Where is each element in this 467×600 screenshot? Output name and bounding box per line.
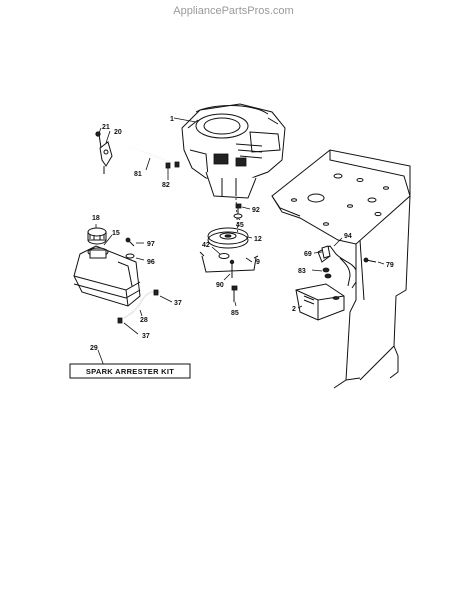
leader-37b — [123, 322, 139, 335]
hose-clamp-37a[interactable] — [153, 289, 159, 296]
leader-1 — [173, 117, 197, 123]
callout-37b: 37 — [142, 333, 150, 340]
callout-18: 18 — [92, 215, 100, 222]
leader-9 — [245, 257, 253, 263]
leader-85 — [234, 301, 237, 307]
engine[interactable] — [181, 103, 286, 199]
leader-42 — [211, 246, 221, 255]
washer-45[interactable] — [233, 213, 243, 219]
fuel-cap-18[interactable] — [87, 227, 107, 245]
callout-85: 85 — [231, 310, 239, 317]
callout-20: 20 — [114, 129, 122, 136]
fuel-line-28[interactable] — [123, 291, 161, 319]
callout-92: 92 — [252, 207, 260, 214]
spark-arrester-kit-label: SPARK ARRESTER KIT — [86, 367, 174, 376]
leader-81 — [145, 157, 151, 171]
callout-96: 96 — [147, 259, 155, 266]
callout-2: 2 — [292, 306, 296, 313]
leader-94 — [333, 237, 343, 247]
callout-21: 21 — [102, 124, 110, 131]
leader-15 — [103, 234, 113, 246]
washer-42[interactable] — [218, 253, 230, 259]
callout-28: 28 — [140, 317, 148, 324]
bolt-90[interactable] — [229, 259, 235, 278]
callout-12: 12 — [254, 236, 262, 243]
engine-pulley-12[interactable] — [207, 227, 249, 249]
throttle-bracket[interactable] — [99, 141, 113, 167]
washer-96[interactable] — [125, 253, 135, 259]
gasket-69[interactable] — [321, 245, 331, 259]
leader-37a — [159, 295, 173, 303]
leader-69 — [313, 251, 323, 254]
leader-83 — [311, 269, 323, 272]
callout-45: 45 — [236, 222, 244, 229]
fuel-line-81[interactable] — [127, 147, 177, 166]
nuts-83[interactable] — [322, 267, 332, 279]
callout-83: 83 — [298, 268, 306, 275]
leader-20 — [105, 130, 111, 144]
hose-clamp-37b[interactable] — [117, 317, 123, 324]
callout-37a: 37 — [174, 300, 182, 307]
leader-2 — [297, 305, 303, 309]
bolt-92[interactable] — [235, 203, 242, 214]
callout-15: 15 — [112, 230, 120, 237]
belt-guide-9[interactable] — [199, 251, 259, 273]
leader-28 — [139, 309, 143, 317]
screw-97[interactable] — [125, 237, 135, 247]
callout-42: 42 — [202, 242, 210, 249]
leader-12 — [247, 236, 253, 239]
bolt-85[interactable] — [231, 285, 238, 302]
chassis-frame[interactable] — [271, 149, 411, 389]
watermark: AppliancePartsPros.com — [173, 5, 294, 17]
leader-79 — [377, 261, 385, 265]
leader-90 — [223, 273, 231, 281]
leader-96 — [135, 257, 145, 261]
callout-94: 94 — [344, 233, 352, 240]
leader-92 — [241, 206, 251, 210]
callout-9: 9 — [256, 259, 260, 266]
callout-82: 82 — [162, 182, 170, 189]
callout-69: 69 — [304, 251, 312, 258]
leader-29 — [97, 349, 105, 367]
leader-45 — [237, 217, 241, 221]
callout-81: 81 — [134, 171, 142, 178]
fuel-tank-15[interactable] — [73, 245, 141, 307]
callout-97: 97 — [147, 241, 155, 248]
bolt-79[interactable] — [363, 257, 377, 263]
callout-1: 1 — [170, 116, 174, 123]
callout-90: 90 — [216, 282, 224, 289]
callout-29: 29 — [90, 345, 98, 352]
spark-arrester-kit-box[interactable]: SPARK ARRESTER KIT — [69, 363, 191, 379]
exhaust-pipe-94[interactable] — [317, 245, 357, 289]
leader-21 — [98, 127, 102, 134]
muffler-2[interactable] — [295, 283, 345, 321]
callout-79: 79 — [386, 262, 394, 269]
